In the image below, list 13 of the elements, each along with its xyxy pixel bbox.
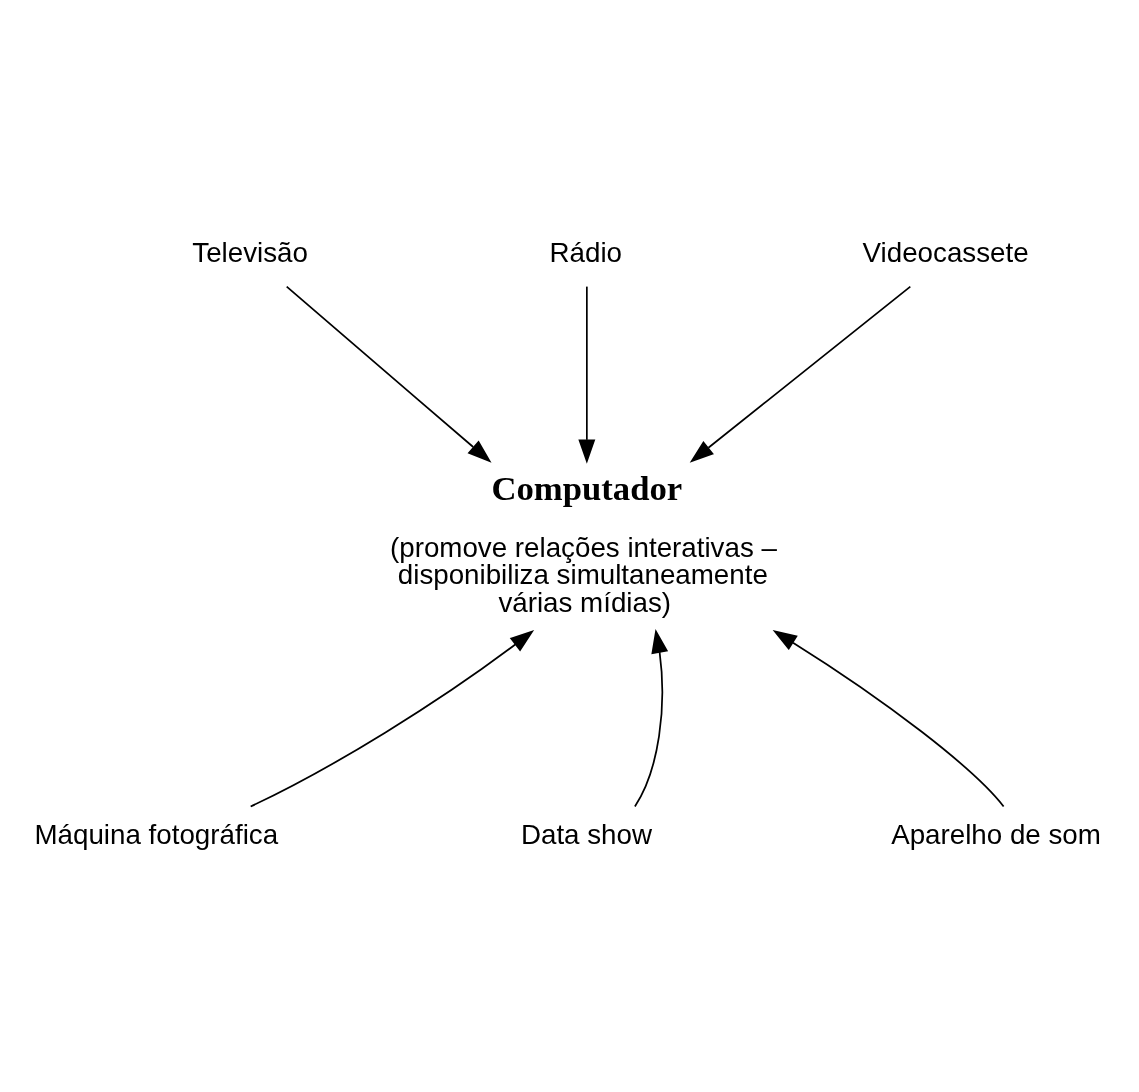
node-text: Videocassete bbox=[862, 236, 1029, 268]
node-text: Máquina fotográfica bbox=[34, 818, 279, 850]
node-text: Aparelho de som bbox=[891, 818, 1101, 850]
arrow bbox=[772, 629, 1005, 807]
node-text: Televisão bbox=[192, 236, 308, 268]
arrow bbox=[285, 285, 492, 463]
arrow bbox=[689, 285, 912, 463]
arrow bbox=[634, 628, 669, 807]
node-text: Rádio bbox=[549, 236, 623, 268]
arrow bbox=[249, 629, 535, 807]
node-text: Computador (promove relações interativas – disponibiliza simultaneamente várias mídias) bbox=[390, 468, 777, 618]
node-text: Data show bbox=[520, 818, 652, 850]
arrow bbox=[578, 285, 596, 464]
